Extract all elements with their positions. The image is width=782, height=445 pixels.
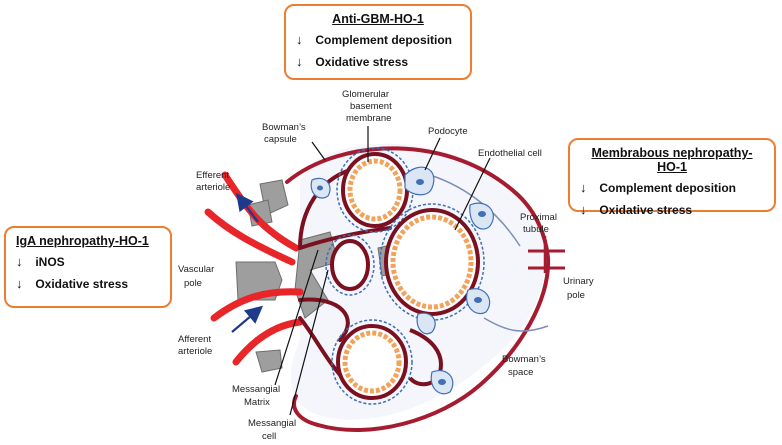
- down-arrow-icon: ↓: [16, 276, 23, 291]
- iga-title: IgA nephropathy-HO-1: [16, 234, 149, 248]
- label-vascular-pole: Vascular pole: [178, 264, 217, 289]
- iga-item-1-text: iNOS: [35, 255, 65, 269]
- afferent-arteriole-lower: [232, 318, 304, 366]
- capillary-loop-right: [379, 203, 485, 321]
- iga-item-2: ↓ Oxidative stress: [16, 276, 160, 291]
- anti-gbm-item-1: ↓ Complement deposition: [296, 32, 460, 47]
- membranous-item-1: ↓ Complement deposition: [580, 180, 764, 195]
- iga-item-1: ↓ iNOS: [16, 254, 160, 269]
- label-podocyte: Podocyte: [428, 126, 468, 137]
- label-mesangial-cell: Messangial cell: [248, 418, 299, 442]
- membranous-item-2-text: Oxidative stress: [599, 203, 693, 217]
- leader-lines: [274, 126, 491, 416]
- label-bowmans-capsule: Bowman’s capsule: [262, 122, 308, 145]
- membranous-title: Membrabous nephropathy-HO-1: [591, 146, 753, 174]
- iga-item-2-text: Oxidative stress: [35, 277, 129, 291]
- anti-gbm-title: Anti-GBM-HO-1: [332, 12, 424, 26]
- label-urinary-pole: Urinary pole: [563, 276, 596, 301]
- down-arrow-icon: ↓: [296, 54, 303, 69]
- proximal-tubule: [528, 249, 565, 270]
- label-endothelial-cell: Endothelial cell: [478, 148, 542, 159]
- anti-gbm-item-1-text: Complement deposition: [315, 33, 453, 47]
- iga-nephropathy-box: IgA nephropathy-HO-1 ↓ iNOS ↓ Oxidative …: [4, 226, 172, 308]
- membranous-nephropathy-box: Membrabous nephropathy-HO-1 ↓ Complement…: [568, 138, 776, 217]
- label-afferent-arteriole: Afferent arteriole: [178, 334, 214, 357]
- down-arrow-icon: ↓: [580, 202, 587, 217]
- afferent-flow-arrow: [231, 305, 264, 333]
- capillary-loop-left: [325, 234, 375, 296]
- podocyte-nuclei: [317, 179, 486, 385]
- efferent-flow-arrow: [236, 192, 259, 223]
- label-proximal-tubule: Proximal tubule: [520, 212, 560, 235]
- label-glomerular-basement-membrane: Glomerular basement membrane: [342, 89, 394, 124]
- efferent-arteriole-inner: [204, 208, 296, 266]
- down-arrow-icon: ↓: [16, 254, 23, 269]
- anti-gbm-item-2: ↓ Oxidative stress: [296, 54, 460, 69]
- afferent-arteriole-upper: [210, 288, 304, 322]
- label-efferent-arteriole: Efferent arteriole: [196, 170, 232, 193]
- down-arrow-icon: ↓: [580, 180, 587, 195]
- anti-gbm-box: Anti-GBM-HO-1 ↓ Complement deposition ↓ …: [284, 4, 472, 80]
- label-bowmans-space: Bowman’s space: [502, 354, 548, 378]
- membranous-item-2: ↓ Oxidative stress: [580, 202, 764, 217]
- down-arrow-icon: ↓: [296, 32, 303, 47]
- anti-gbm-item-2-text: Oxidative stress: [315, 55, 409, 69]
- label-mesangial-matrix: Messangial Matrix: [232, 384, 283, 408]
- bowmans-capsule-wall: [285, 146, 550, 260]
- membranous-item-1-text: Complement deposition: [599, 181, 737, 195]
- bowmans-capsule-wall-lower: [292, 256, 551, 433]
- capillary-loop-bottom: [331, 319, 413, 405]
